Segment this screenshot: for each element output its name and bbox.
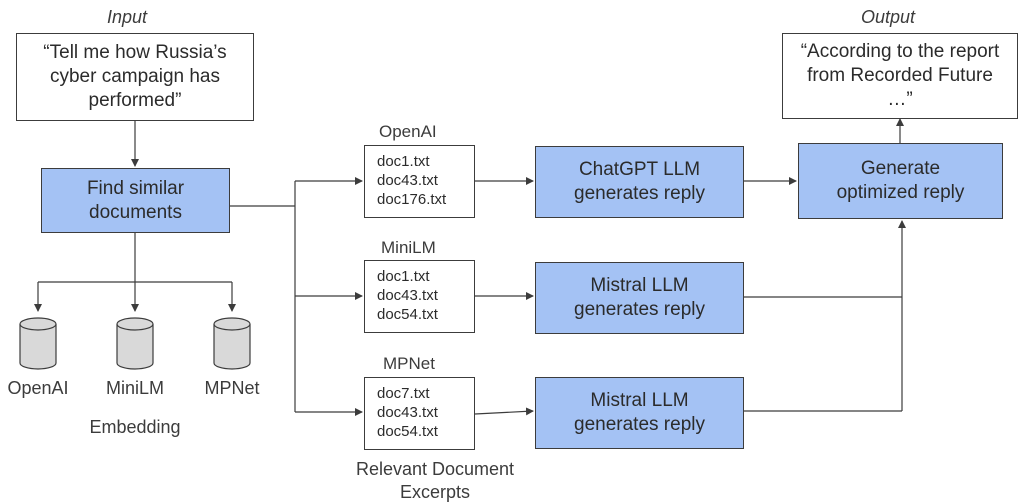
llm-box-chatgpt: ChatGPT LLM generates reply bbox=[535, 146, 744, 218]
doc-item: doc1.txt bbox=[377, 153, 430, 170]
doc-item: doc54.txt bbox=[377, 306, 438, 323]
relevant-excerpts-line-2: Excerpts bbox=[399, 482, 471, 502]
retrieval-model-minilm: MiniLM bbox=[381, 238, 436, 257]
llm-line-1: Mistral LLM bbox=[590, 275, 689, 296]
find-similar-box: Find similar documents bbox=[41, 168, 230, 233]
input-heading: Input bbox=[107, 7, 148, 27]
doc-list-mpnet: doc7.txt doc43.txt doc54.txt bbox=[364, 377, 475, 450]
doc-item: doc7.txt bbox=[377, 385, 430, 402]
doc-item: doc54.txt bbox=[377, 423, 438, 440]
doc-list-openai: doc1.txt doc43.txt doc176.txt bbox=[364, 145, 475, 218]
answer-line-2: from Recorded Future bbox=[807, 65, 993, 86]
output-box: “According to the report from Recorded F… bbox=[782, 33, 1018, 119]
query-line-1: “Tell me how Russia’s bbox=[43, 42, 227, 63]
llm-box-mistral-2: Mistral LLM generates reply bbox=[535, 377, 744, 449]
doc-item: doc1.txt bbox=[377, 268, 430, 285]
relevant-excerpts-label: Relevant Document Excerpts bbox=[335, 458, 535, 504]
doc-list-minilm: doc1.txt doc43.txt doc54.txt bbox=[364, 260, 475, 333]
generate-box: Generate optimized reply bbox=[798, 143, 1003, 219]
llm-line-2: generates reply bbox=[574, 183, 705, 204]
retrieval-model-mpnet: MPNet bbox=[383, 354, 435, 373]
llm-line-1: ChatGPT LLM bbox=[578, 159, 701, 180]
doc-item: doc176.txt bbox=[377, 191, 447, 208]
answer-line-3: …” bbox=[887, 89, 913, 110]
llm-line-2: generates reply bbox=[574, 414, 705, 435]
query-box: “Tell me how Russia’s cyber campaign has… bbox=[16, 33, 254, 121]
db-cylinder-mpnet bbox=[213, 317, 251, 370]
generate-line-1: Generate bbox=[860, 158, 941, 179]
generate-line-2: optimized reply bbox=[836, 182, 965, 203]
arrow-docs-to-mistral-2 bbox=[474, 407, 534, 416]
retrieval-model-openai: OpenAI bbox=[379, 122, 437, 141]
relevant-excerpts-line-1: Relevant Document bbox=[355, 459, 515, 479]
query-line-2: cyber campaign has bbox=[49, 66, 221, 87]
llm-line-2: generates reply bbox=[574, 299, 705, 320]
db-label-openai: OpenAI bbox=[7, 378, 69, 398]
doc-item: doc43.txt bbox=[377, 404, 438, 421]
db-cylinder-minilm bbox=[116, 317, 154, 370]
query-line-3: performed” bbox=[88, 90, 182, 111]
find-similar-line-2: documents bbox=[89, 201, 182, 223]
llm-box-mistral-1: Mistral LLM generates reply bbox=[535, 262, 744, 334]
answer-line-1: “According to the report bbox=[800, 41, 1000, 62]
doc-item: doc43.txt bbox=[377, 172, 438, 189]
find-similar-line-1: Find similar bbox=[86, 177, 185, 199]
embedding-label: Embedding bbox=[89, 417, 181, 437]
db-label-mpnet: MPNet bbox=[204, 378, 260, 398]
llm-line-1: Mistral LLM bbox=[590, 390, 689, 411]
output-heading: Output bbox=[861, 7, 916, 27]
db-cylinder-openai bbox=[19, 317, 57, 370]
db-label-minilm: MiniLM bbox=[105, 378, 164, 398]
doc-item: doc43.txt bbox=[377, 287, 438, 304]
